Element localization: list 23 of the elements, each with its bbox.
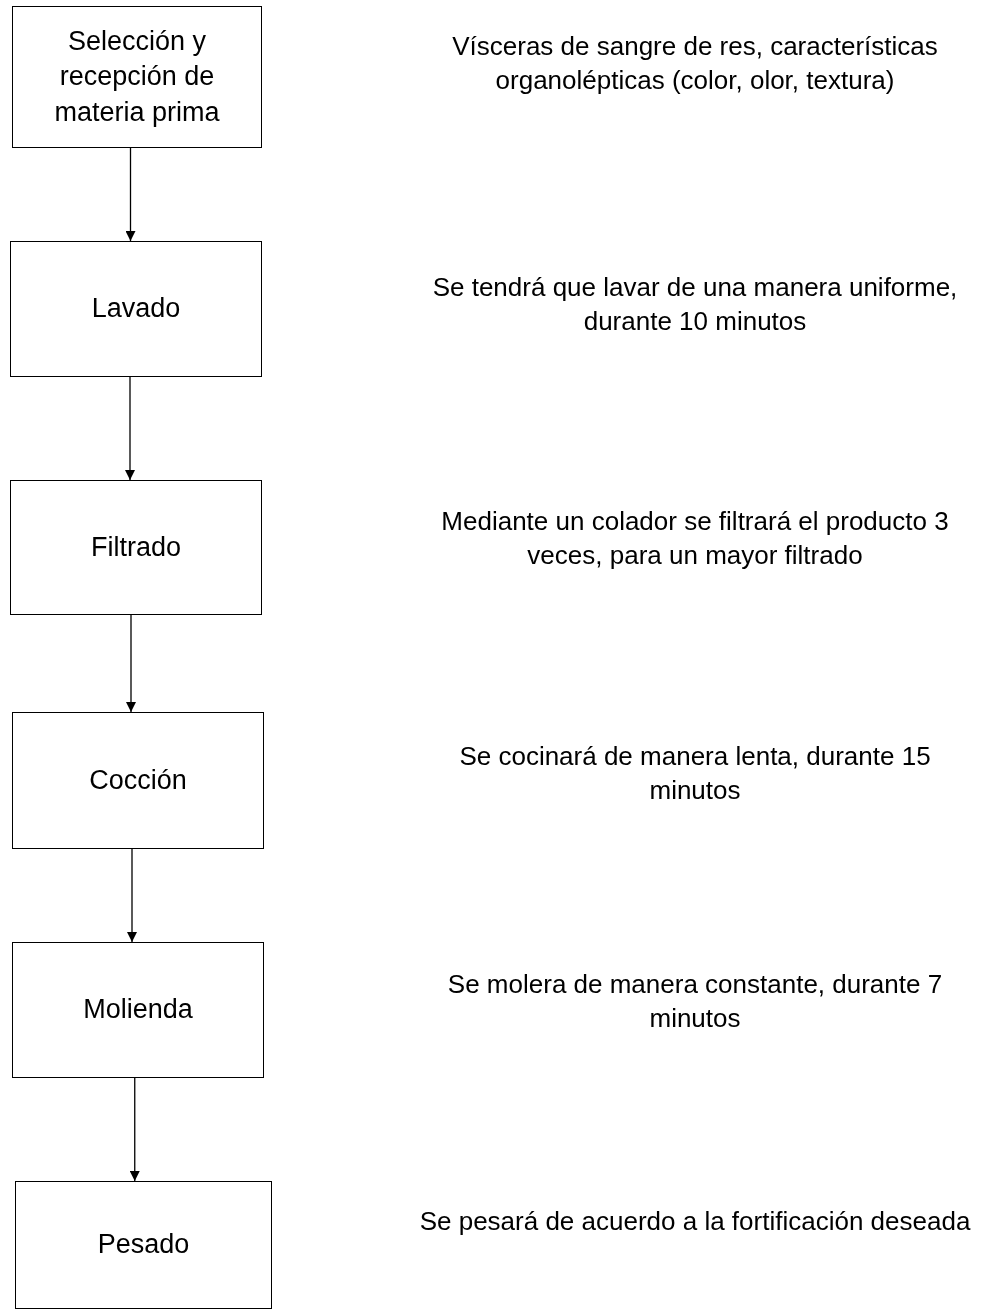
step-description: Se cocinará de manera lenta, durante 15 minutos [458,740,932,807]
arrow [125,147,136,242]
process-box [10,241,262,377]
step-description: Se pesará de acuerdo a la fortificación deseada [418,1205,972,1238]
step-label: Selección y recepción de materia prima [53,25,221,129]
step-label: Cocción [89,763,187,797]
step-label: Lavado [91,292,181,326]
arrow [125,376,135,481]
step-label: Pesado [97,1228,190,1262]
arrow [129,1077,140,1182]
step-description: Se molera de manera constante, durante 7 minutos [446,968,944,1035]
step-description: Vísceras de sangre de res, características organolépticas (color, olor, textura) [451,30,939,97]
process-box [12,942,264,1078]
process-box [12,712,264,849]
arrow [126,614,136,713]
arrow [127,848,137,943]
step-label: Molienda [83,993,193,1027]
process-box [12,6,262,148]
step-label: Filtrado [91,530,181,564]
process-box [15,1181,272,1309]
process-box [10,480,262,615]
step-description: Se tendrá que lavar de una manera uniforme, durante 10 minutos [431,271,959,338]
step-description: Mediante un colador se filtrará el producto 3 veces, para un mayor filtrado [440,505,950,572]
